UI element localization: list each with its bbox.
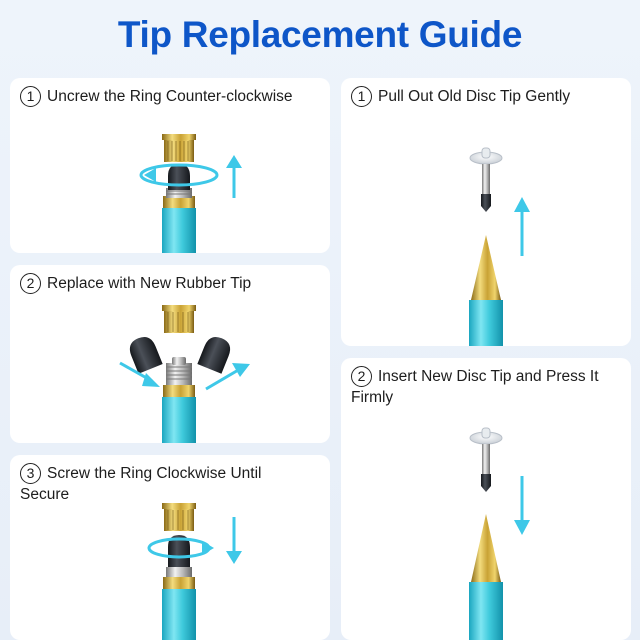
insert-disc-illustration	[469, 427, 530, 640]
rotate-arrow-icon	[139, 163, 219, 187]
step-text: Pull Out Old Disc Tip Gently	[378, 88, 571, 105]
gold-cone	[471, 235, 501, 300]
gold-ring	[164, 509, 194, 531]
unscrew-ring-illustration	[139, 134, 242, 253]
arrow-out-icon	[205, 367, 241, 391]
step-number: 1	[20, 86, 41, 107]
step-text: Replace with New Rubber Tip	[47, 275, 252, 292]
old-rubber-tip	[129, 336, 163, 374]
step-card-unscrew-ring: 1 Uncrew the Ring Counter-clockwise	[10, 78, 330, 253]
step-text: Insert New Disc Tip and Press It Firmly	[351, 368, 599, 406]
new-rubber-tip	[197, 336, 231, 374]
step-number: 2	[20, 273, 41, 294]
step-caption: 1 Pull Out Old Disc Tip Gently	[351, 86, 623, 107]
step-card-replace-tip: 2 Replace with New Rubber Tip	[10, 265, 330, 443]
step-text: Screw the Ring Clockwise Until Secure	[20, 465, 262, 503]
step-number: 1	[351, 86, 372, 107]
step-caption: 2 Replace with New Rubber Tip	[20, 273, 322, 294]
pen-body	[162, 397, 196, 443]
step-text: Uncrew the Ring Counter-clockwise	[47, 88, 293, 105]
gold-ring	[164, 311, 194, 333]
screw-ring-illustration	[147, 503, 242, 640]
replace-tip-illustration	[119, 305, 250, 443]
step-caption: 1 Uncrew the Ring Counter-clockwise	[20, 86, 322, 107]
step-card-pull-disc: 1 Pull Out Old Disc Tip Gently	[341, 78, 631, 346]
pen-body	[162, 208, 196, 253]
pen-body	[469, 582, 503, 640]
page-title: Tip Replacement Guide	[117, 14, 523, 55]
rubber-tip	[168, 535, 190, 575]
pen-body	[469, 300, 503, 346]
gold-collar	[163, 196, 195, 208]
pen-body	[162, 589, 196, 640]
gold-cone	[471, 514, 501, 582]
threaded-head	[166, 363, 192, 385]
pull-disc-illustration	[469, 147, 530, 346]
